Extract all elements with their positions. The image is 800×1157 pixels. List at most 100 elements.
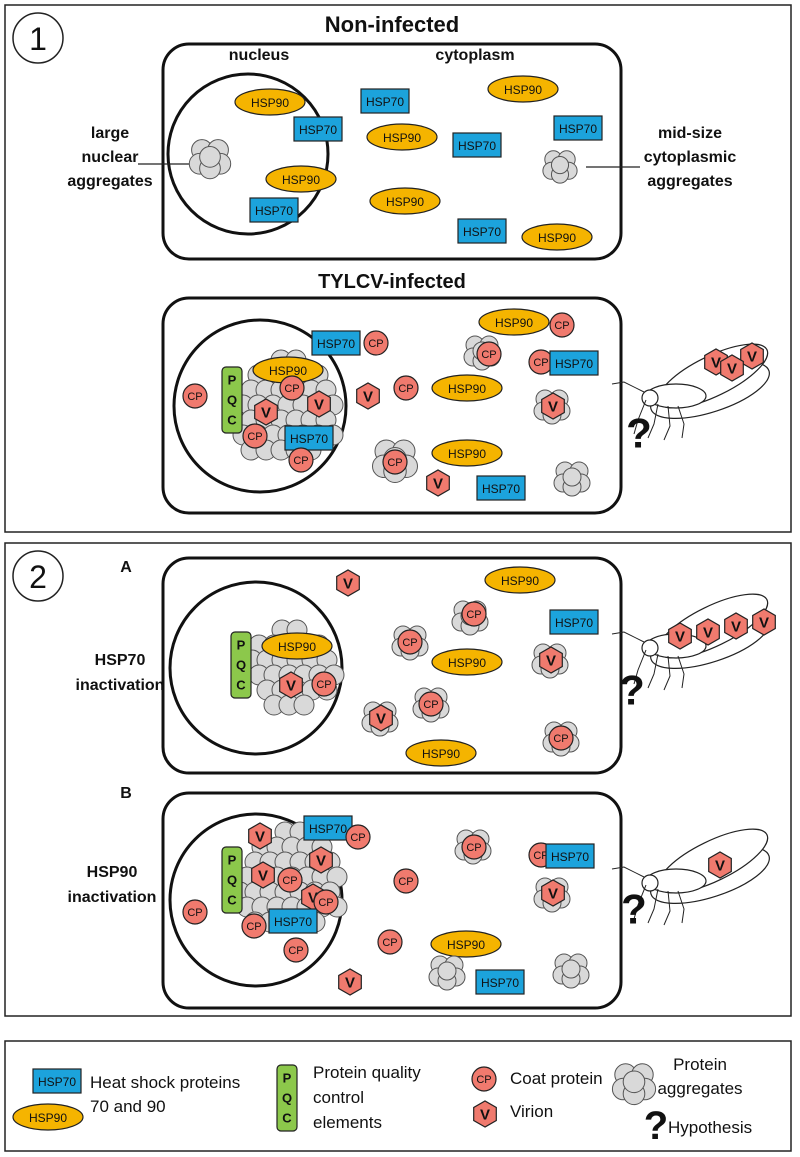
coat-protein-label: CP <box>466 609 481 621</box>
legend-pqc-line1: Protein quality <box>313 1063 421 1082</box>
pqc-letter: Q <box>236 658 246 673</box>
coat-protein-label: CP <box>554 320 569 332</box>
hsp70-box: HSP70 <box>457 218 507 244</box>
virion: V <box>720 354 744 382</box>
panel-2-number-circle <box>12 550 64 602</box>
label-large-line3: aggregates <box>67 173 152 190</box>
virion: V <box>752 608 776 636</box>
hsp70-label: HSP70 <box>555 616 593 630</box>
protein-aggregate <box>542 150 578 184</box>
hsp90-label: HSP90 <box>383 131 421 145</box>
hsp70-label: HSP70 <box>551 850 589 864</box>
panel-1-number: 1 <box>29 21 47 57</box>
pqc-letter: P <box>228 373 237 388</box>
pqc-letter: P <box>228 853 237 868</box>
virion: V <box>708 851 732 879</box>
coat-protein: CP <box>393 868 419 894</box>
coat-protein: CP <box>382 449 408 475</box>
coat-protein: CP <box>528 349 554 375</box>
virion: V <box>539 646 563 674</box>
hsp70-box: HSP70 <box>360 88 410 114</box>
label-midsize-line1: mid-size <box>658 125 722 142</box>
hsp90-ellipse: HSP90 <box>521 223 593 251</box>
pqc-letter: Q <box>227 393 237 408</box>
hsp90-ellipse: HSP90 <box>369 187 441 215</box>
hsp90-ellipse: HSP90 <box>366 123 438 151</box>
virion-label: V <box>727 361 737 378</box>
hsp90-ellipse: HSP90 <box>487 75 559 103</box>
protein-aggregate <box>611 1063 657 1106</box>
hsp70-box: HSP70 <box>545 843 595 869</box>
coat-protein-label: CP <box>402 637 417 649</box>
virion-label: V <box>433 476 443 493</box>
virion: V <box>668 622 692 650</box>
hsp90-label: HSP90 <box>422 747 460 761</box>
virion-label: V <box>675 629 685 646</box>
hsp90-label: HSP90 <box>269 364 307 378</box>
protein-aggregate <box>553 461 591 497</box>
virion-label: V <box>480 1107 490 1124</box>
coat-protein: CP <box>279 375 305 401</box>
coat-protein: CP <box>277 867 303 893</box>
virion: V <box>338 968 362 996</box>
hsp90-label: HSP90 <box>251 96 289 110</box>
hsp90-label: HSP90 <box>448 447 486 461</box>
virion: V <box>696 618 720 646</box>
virion: V <box>356 382 380 410</box>
hsp70-label: HSP70 <box>255 204 293 218</box>
coat-protein: CP <box>182 383 208 409</box>
coat-protein-label: CP <box>533 357 548 369</box>
coat-protein: CP <box>549 312 575 338</box>
hsp70-box: HSP70 <box>549 609 599 635</box>
virion: V <box>541 392 565 420</box>
virion-label: V <box>731 619 741 636</box>
pqc-letter: Q <box>282 1091 292 1106</box>
panel-1-frame <box>4 4 792 533</box>
virion-label: V <box>363 389 373 406</box>
virion: V <box>369 704 393 732</box>
virion-label: V <box>715 858 725 875</box>
hsp70-box: HSP70 <box>549 350 599 376</box>
question-mark: ? <box>644 1104 668 1148</box>
hsp70-box: HSP70 <box>452 132 502 158</box>
coat-protein-label: CP <box>481 349 496 361</box>
virion-label: V <box>314 397 324 414</box>
hsp90-ellipse: HSP90 <box>431 648 503 676</box>
hsp90-label: HSP90 <box>504 83 542 97</box>
coat-protein: CP <box>461 834 487 860</box>
virion: V <box>541 879 565 907</box>
pqc-element: PQC <box>276 1064 298 1132</box>
label-hsp70-inactivation-line2: inactivation <box>76 677 165 694</box>
question-mark: ? <box>619 667 645 714</box>
coat-protein: CP <box>377 929 403 955</box>
legend-aggregates-line2: aggregates <box>657 1079 742 1098</box>
coat-protein-label: CP <box>284 383 299 395</box>
coat-protein-label: CP <box>187 907 202 919</box>
coat-protein-label: CP <box>288 945 303 957</box>
pqc-letter: P <box>283 1071 292 1086</box>
hsp90-ellipse: HSP90 <box>431 439 503 467</box>
hsp90-label: HSP90 <box>278 640 316 654</box>
label-hsp90-inactivation-line1: HSP90 <box>87 864 138 881</box>
hsp70-label: HSP70 <box>458 139 496 153</box>
coat-protein: CP <box>182 899 208 925</box>
pqc-letter: C <box>227 893 237 908</box>
virion-label: V <box>261 405 271 422</box>
nucleus-hsp70-inactivation <box>168 580 344 756</box>
nucleus-tylcv-infected <box>172 318 348 494</box>
sublabel-b: B <box>120 785 132 802</box>
virion: V <box>740 342 764 370</box>
coat-protein-label: CP <box>466 842 481 854</box>
hsp90-ellipse: HSP90 <box>478 308 550 336</box>
hsp90-label: HSP90 <box>447 938 485 952</box>
hsp90-ellipse: HSP90 <box>252 356 324 384</box>
hsp70-label: HSP70 <box>274 915 312 929</box>
protein-aggregate <box>552 953 590 989</box>
virion: V <box>724 612 748 640</box>
hsp70-label: HSP70 <box>299 123 337 137</box>
hsp70-box: HSP70 <box>284 425 334 451</box>
question-mark: ? <box>626 410 652 457</box>
coat-protein-label: CP <box>350 832 365 844</box>
hsp70-box: HSP70 <box>32 1068 82 1094</box>
